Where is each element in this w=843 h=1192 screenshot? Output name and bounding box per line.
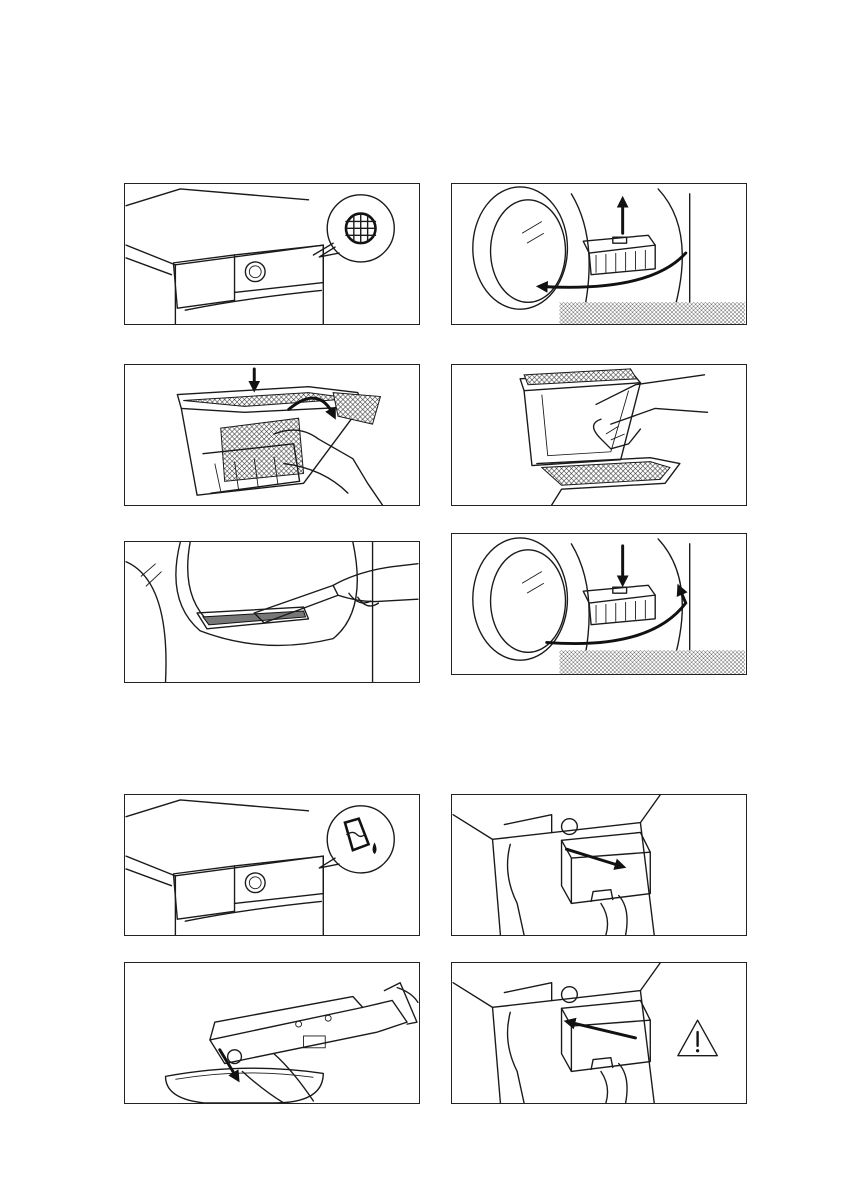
- step-6-insert-filter: [451, 533, 747, 675]
- step-10-illustration: [452, 963, 746, 1103]
- step-2-remove-filter: [451, 183, 747, 325]
- warning-icon: [678, 1020, 717, 1055]
- step-7-illustration: [125, 795, 419, 935]
- step-2-illustration: [452, 184, 746, 324]
- step-10-push-container: [451, 962, 747, 1104]
- step-8-pull-container: [451, 794, 747, 936]
- step-3-open-filter: [124, 364, 420, 506]
- step-5-illustration: [125, 542, 419, 682]
- water-container-icon: [345, 819, 377, 854]
- step-7-dryer-water-icon: [124, 794, 420, 936]
- step-1-dryer-filter-icon: [124, 183, 420, 325]
- step-1-illustration: [125, 184, 419, 324]
- step-9-empty-container: [124, 962, 420, 1104]
- step-9-illustration: [125, 963, 419, 1103]
- step-4-clean-filter: [451, 364, 747, 506]
- filter-grid-icon: [346, 214, 376, 244]
- step-4-illustration: [452, 365, 746, 505]
- step-5-clean-seal: [124, 541, 420, 683]
- step-8-illustration: [452, 795, 746, 935]
- step-6-illustration: [452, 534, 746, 674]
- step-3-illustration: [125, 365, 419, 505]
